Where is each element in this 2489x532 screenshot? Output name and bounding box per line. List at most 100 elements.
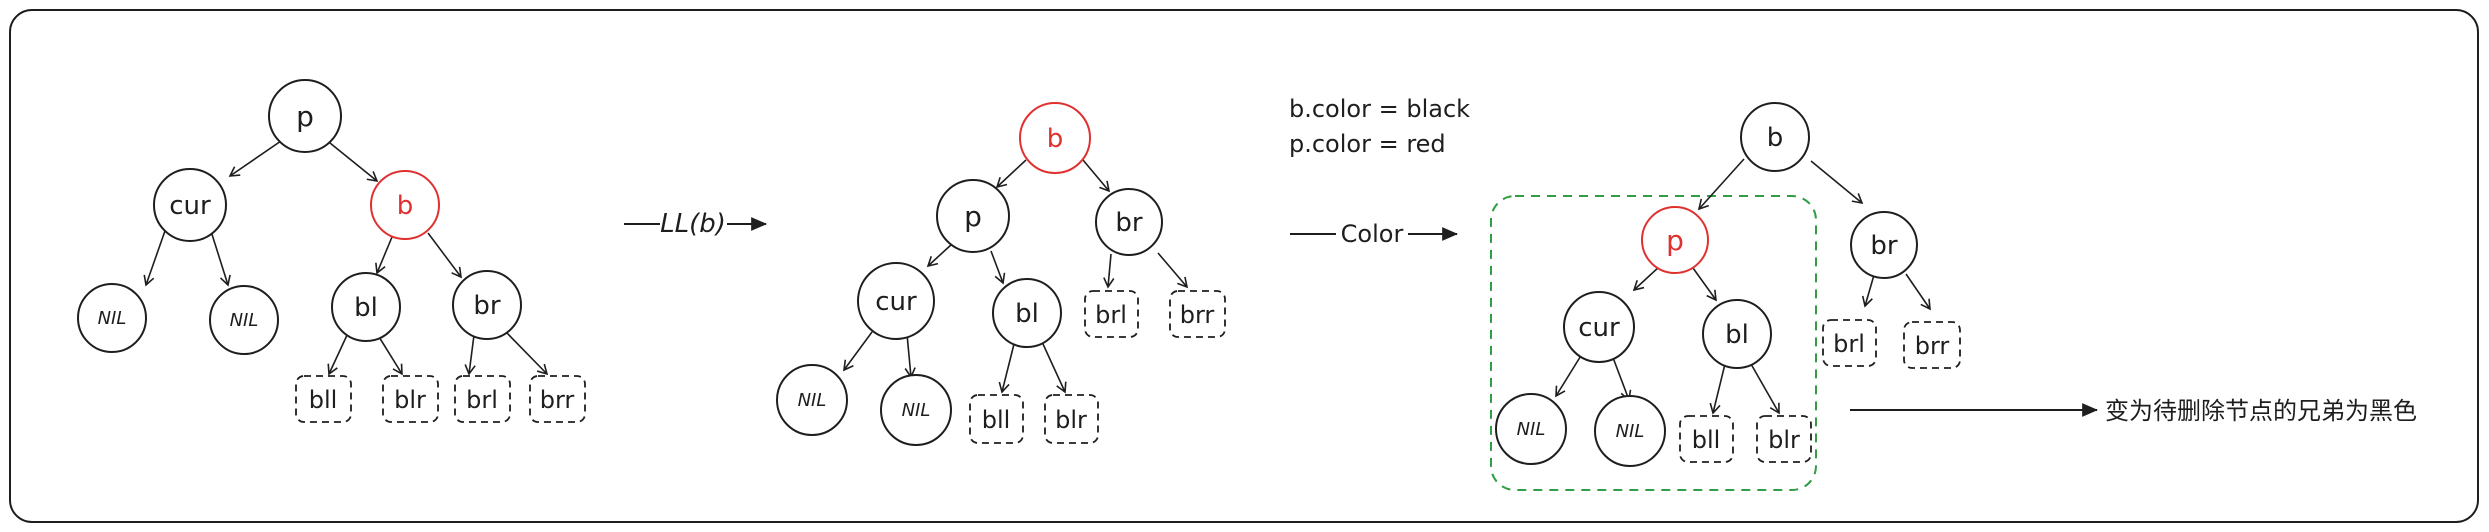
edge-bl-bll — [1709, 363, 1726, 415]
diagram-2-after-rotation — [843, 159, 1189, 394]
node-nil2-label: NIL — [1616, 421, 1645, 442]
node-nil2-label: NIL — [230, 310, 259, 331]
node-b-circle-red — [1019, 102, 1091, 174]
node-bll-label: bll — [1692, 426, 1721, 454]
node-bl-circle — [992, 278, 1062, 348]
node-p-circle — [936, 179, 1010, 253]
node-brr-box — [1169, 290, 1226, 338]
note-p-color-red: p.color = red — [1289, 130, 1446, 158]
highlight-subtree-box — [1490, 195, 1817, 491]
node-bl-circle — [1702, 299, 1772, 369]
node-b-circle-red — [370, 170, 440, 240]
node-blr-box — [1044, 394, 1099, 444]
edge-cur-nil2 — [209, 227, 231, 287]
arrow-color-label: Color — [1341, 220, 1404, 248]
edge-b-p — [1697, 158, 1745, 211]
edge-p-cur — [228, 140, 282, 177]
node-bl-circle — [331, 272, 401, 342]
edge-bl-blr — [1750, 363, 1780, 415]
node-blr-label: blr — [394, 386, 426, 414]
note-b-color-black: b.color = black — [1289, 95, 1470, 123]
node-bll-label: bll — [309, 386, 338, 414]
node-blr-box — [382, 375, 439, 423]
diagram-3-nodes: b p br brl brr cur bl NIL NIL bll blr — [1495, 102, 1961, 467]
edge-cur-nil2 — [904, 333, 916, 379]
transition-arrow-color: Color — [1290, 220, 1459, 248]
node-br-label: br — [473, 291, 501, 321]
node-p-circle — [268, 79, 342, 153]
transition-arrow-ll: LL(b) — [624, 209, 768, 239]
node-bll-box — [1679, 415, 1734, 463]
edge-cur-nil1 — [843, 331, 873, 372]
node-cur-circle — [857, 262, 935, 340]
node-brr-box — [529, 375, 586, 423]
node-bl-label: bl — [1725, 320, 1749, 350]
node-p-label: p — [296, 100, 314, 133]
node-nil2-circle — [209, 285, 279, 355]
node-brl-box — [454, 375, 511, 423]
node-brl-box — [1084, 290, 1139, 338]
edge-br-brl — [1103, 253, 1115, 289]
result-arrow-label: 变为待删除节点的兄弟为黑色 — [2105, 397, 2417, 425]
node-nil1-circle — [776, 364, 848, 436]
result-arrow: 变为待删除节点的兄弟为黑色 — [1850, 397, 2417, 425]
diagram-2-nodes: b p br cur bl brl brr NIL NIL bll blr — [776, 102, 1226, 446]
edge-b-br — [1082, 159, 1111, 193]
node-b-label: b — [1767, 123, 1784, 153]
node-blr-label: blr — [1768, 426, 1800, 454]
edge-b-p — [995, 159, 1027, 189]
node-bl-label: bl — [354, 293, 378, 323]
edge-b-bl — [375, 236, 393, 275]
node-nil2-label: NIL — [902, 400, 931, 421]
edge-bl-bll — [998, 343, 1015, 394]
edge-p-bl — [1692, 267, 1717, 302]
diagram-3-after-recolor — [1555, 158, 1931, 415]
node-cur-label: cur — [875, 287, 917, 317]
node-bll-label: bll — [982, 406, 1011, 434]
edge-bl-blr — [375, 331, 403, 376]
edge-b-br — [1810, 160, 1864, 205]
edge-bl-bll — [327, 332, 349, 376]
node-br-label: br — [1115, 208, 1143, 238]
edge-cur-nil1 — [1555, 353, 1583, 398]
node-brr-box — [1903, 321, 1961, 369]
edge-p-cur — [926, 243, 953, 268]
node-p-label: p — [964, 200, 982, 233]
outer-frame — [9, 9, 2479, 523]
node-br-circle — [452, 270, 522, 340]
arrow-ll-label: LL(b) — [660, 209, 726, 239]
edge-b-br — [427, 232, 462, 279]
diagram-1-before-rotation — [143, 140, 549, 376]
node-brr-label: brr — [1180, 301, 1215, 329]
node-br-circle — [1095, 188, 1163, 256]
node-blr-box — [1756, 415, 1812, 463]
color-change-note: b.color = black p.color = red — [1289, 95, 1470, 158]
node-cur-label: cur — [1578, 313, 1620, 343]
node-b-circle — [1740, 102, 1810, 172]
node-p-circle-red — [1641, 206, 1709, 274]
node-p-label: p — [1666, 224, 1684, 257]
node-brl-label: brl — [466, 386, 498, 414]
edge-br-brr — [1157, 252, 1189, 289]
edge-cur-nil2 — [1611, 354, 1632, 402]
edge-p-cur — [1632, 265, 1661, 292]
node-nil1-label: NIL — [1517, 419, 1546, 440]
edge-cur-nil1 — [143, 227, 167, 287]
node-nil2-circle — [1594, 395, 1666, 467]
node-cur-circle — [153, 168, 227, 242]
node-brl-box — [1822, 319, 1877, 367]
node-bll-box — [969, 394, 1024, 444]
edge-br-brr — [1905, 273, 1931, 311]
node-b-label: b — [397, 191, 414, 221]
node-nil1-circle — [77, 283, 147, 353]
node-brl-label: brl — [1833, 330, 1865, 358]
node-bl-label: bl — [1015, 299, 1039, 329]
edge-p-bl — [990, 250, 1006, 285]
edge-br-brl — [1861, 274, 1875, 308]
node-nil2-circle — [880, 374, 952, 446]
node-cur-circle — [1563, 291, 1635, 363]
node-blr-label: blr — [1055, 406, 1087, 434]
node-brl-label: brl — [1095, 301, 1127, 329]
edge-br-brl — [464, 334, 476, 376]
